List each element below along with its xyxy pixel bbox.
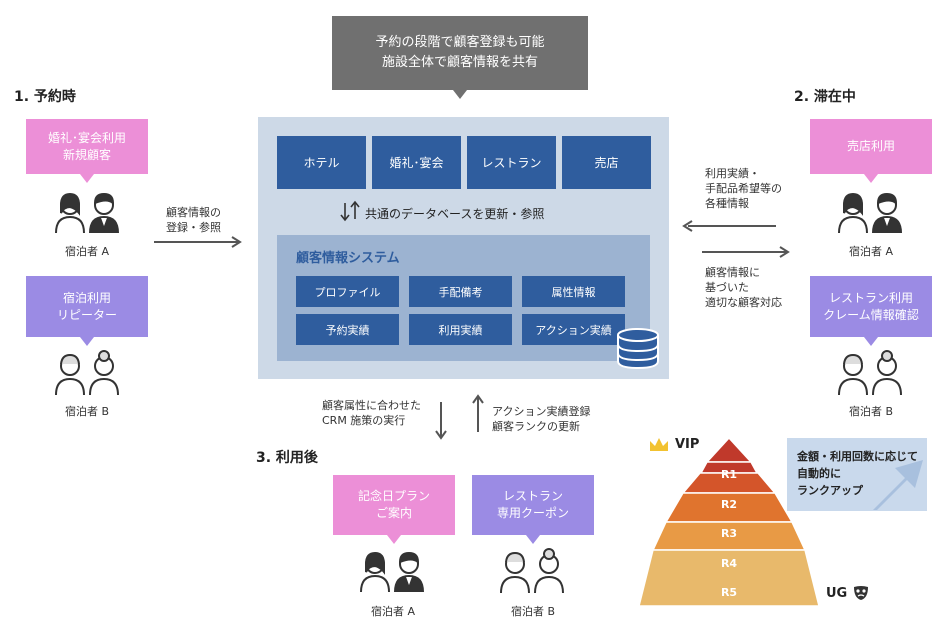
top-note-line2: 施設全体で顧客情報を共有	[381, 55, 538, 70]
right-bubble-shop-text: 売店利用	[846, 139, 895, 153]
stage-3-heading: 3. 利用後	[256, 450, 318, 466]
system-title: 顧客情報システム	[296, 251, 400, 266]
item-arrangement-notes: 手配備考	[409, 276, 512, 307]
left-bubble-wedding-line1: 婚礼･宴会利用	[47, 130, 126, 145]
guest-a-couple-icon	[838, 192, 902, 234]
pyramid-bottom-label: UG	[826, 586, 848, 601]
left-arrow-label: 顧客情報の 登録・参照	[166, 205, 221, 235]
dept-hotel: ホテル	[277, 136, 366, 189]
up-down-arrows-icon	[340, 200, 360, 222]
item-usage-history: 利用実績	[409, 314, 512, 345]
left-bubble-repeater: 宿泊利用 リピーター	[26, 276, 148, 346]
right-arrow-icon	[154, 236, 242, 248]
down-arrow-label-line2: CRM 施策の実行	[322, 414, 406, 427]
right-out-label-line3: 適切な顧客対応	[705, 296, 782, 309]
rank-up-note-line1: 金額・利用回数に応じて	[797, 450, 918, 463]
left-guest-b-label: 宿泊者 B	[64, 405, 110, 418]
up-arrow-label: アクション実績登録 顧客ランクの更新	[492, 404, 590, 434]
top-note-tail	[453, 90, 467, 99]
left-arrow-label-line1: 顧客情報の	[166, 206, 221, 219]
bubble-tail	[526, 535, 540, 544]
db-update-label: 共通のデータベースを更新・参照	[365, 207, 545, 221]
mask-icon	[854, 586, 868, 600]
rank-label-r3: R3	[720, 527, 738, 540]
rank-label-r1: R1	[720, 468, 738, 481]
right-in-label-line2: 手配品希望等の	[705, 182, 782, 195]
item-reservation-history: 予約実績	[296, 314, 399, 345]
left-bubble-repeater-line2: リピーター	[56, 307, 117, 322]
item-profile: プロファイル	[296, 276, 399, 307]
right-guest-a-label: 宿泊者 A	[848, 245, 894, 258]
right-out-label: 顧客情報に 基づいた 適切な顧客対応	[705, 265, 782, 310]
bottom-bubble-anniversary: 記念日プラン ご案内	[333, 475, 455, 544]
right-guest-b-label: 宿泊者 B	[848, 405, 894, 418]
rank-up-note-line3: ランクアップ	[797, 484, 863, 497]
right-out-label-line2: 基づいた	[705, 281, 749, 294]
rank-label-r5: R5	[720, 586, 738, 599]
rank-up-note-line2: 自動的に	[797, 467, 841, 480]
bottom-guest-a-label: 宿泊者 A	[370, 605, 416, 618]
rank-band-r1	[705, 436, 753, 463]
left-bubble-wedding: 婚礼･宴会利用 新規顧客	[26, 119, 148, 183]
bubble-tail	[864, 337, 878, 346]
bottom-bubble-coupon-line1: レストラン	[502, 489, 563, 503]
crown-icon	[650, 438, 668, 451]
down-arrow-label-line1: 顧客属性に合わせた	[322, 399, 421, 412]
rank-up-note-text: 金額・利用回数に応じて 自動的に ランクアップ	[797, 448, 918, 499]
stage-2-heading: 2. 滞在中	[794, 89, 856, 105]
rank-label-r4: R4	[720, 557, 738, 570]
rank-band-r5	[638, 549, 820, 607]
pyramid-top-label: VIP	[675, 437, 700, 452]
rank-pyramid	[638, 436, 820, 607]
top-note: 予約の段階で顧客登録も可能 施設全体で顧客情報を共有	[332, 16, 588, 90]
left-guest-a-label: 宿泊者 A	[64, 245, 110, 258]
dept-shop: 売店	[562, 136, 651, 189]
right-bubble-restaurant-line1: レストラン利用	[828, 290, 913, 305]
item-attributes: 属性情報	[522, 276, 625, 307]
right-arrow-icon	[702, 246, 790, 258]
bubble-tail	[387, 535, 401, 544]
guest-a-couple-icon	[360, 551, 424, 593]
down-arrow-label: 顧客属性に合わせた CRM 施策の実行	[322, 398, 421, 428]
bottom-guest-b-label: 宿泊者 B	[510, 605, 556, 618]
right-bubble-restaurant-line2: クレーム情報確認	[823, 307, 919, 322]
right-bubble-restaurant: レストラン利用 クレーム情報確認	[810, 276, 932, 346]
left-arrow-label-line2: 登録・参照	[166, 221, 221, 234]
guest-b-elderly-couple-icon	[838, 350, 902, 396]
top-note-line1: 予約の段階で顧客登録も可能	[375, 35, 545, 50]
up-arrow-label-line1: アクション実績登録	[492, 405, 591, 418]
guest-b-elderly-couple-icon	[500, 548, 564, 594]
bottom-bubble-coupon-line2: 専用クーポン	[496, 506, 569, 520]
left-arrow-icon	[682, 220, 776, 232]
dept-wedding-banquet: 婚礼･宴会	[372, 136, 461, 189]
up-arrow-icon	[472, 394, 484, 432]
stage-1-heading: 1. 予約時	[14, 89, 76, 105]
down-arrow-icon	[435, 402, 447, 440]
item-action-history: アクション実績	[522, 314, 625, 345]
right-in-label-line3: 各種情報	[705, 197, 749, 210]
guest-a-couple-icon	[55, 192, 119, 234]
bubble-tail	[80, 174, 94, 183]
right-in-label-line1: 利用実績・	[705, 167, 760, 180]
right-bubble-shop: 売店利用	[810, 119, 932, 183]
left-bubble-wedding-line2: 新規顧客	[62, 147, 111, 162]
up-arrow-label-line2: 顧客ランクの更新	[492, 420, 580, 433]
guest-b-elderly-couple-icon	[55, 350, 119, 396]
rank-up-note: 金額・利用回数に応じて 自動的に ランクアップ	[787, 438, 927, 511]
bubble-tail	[80, 337, 94, 346]
bottom-bubble-anniversary-line1: 記念日プラン	[357, 489, 430, 503]
bottom-bubble-anniversary-line2: ご案内	[375, 506, 412, 520]
rank-label-r2: R2	[720, 498, 738, 511]
right-in-label: 利用実績・ 手配品希望等の 各種情報	[705, 166, 782, 211]
bubble-tail	[864, 174, 878, 183]
left-bubble-repeater-line1: 宿泊利用	[62, 290, 111, 305]
database-icon	[617, 328, 659, 370]
right-out-label-line1: 顧客情報に	[705, 266, 760, 279]
bottom-bubble-coupon: レストラン 専用クーポン	[472, 475, 594, 544]
dept-restaurant: レストラン	[467, 136, 556, 189]
rank-up-arrow-icon	[873, 460, 923, 510]
